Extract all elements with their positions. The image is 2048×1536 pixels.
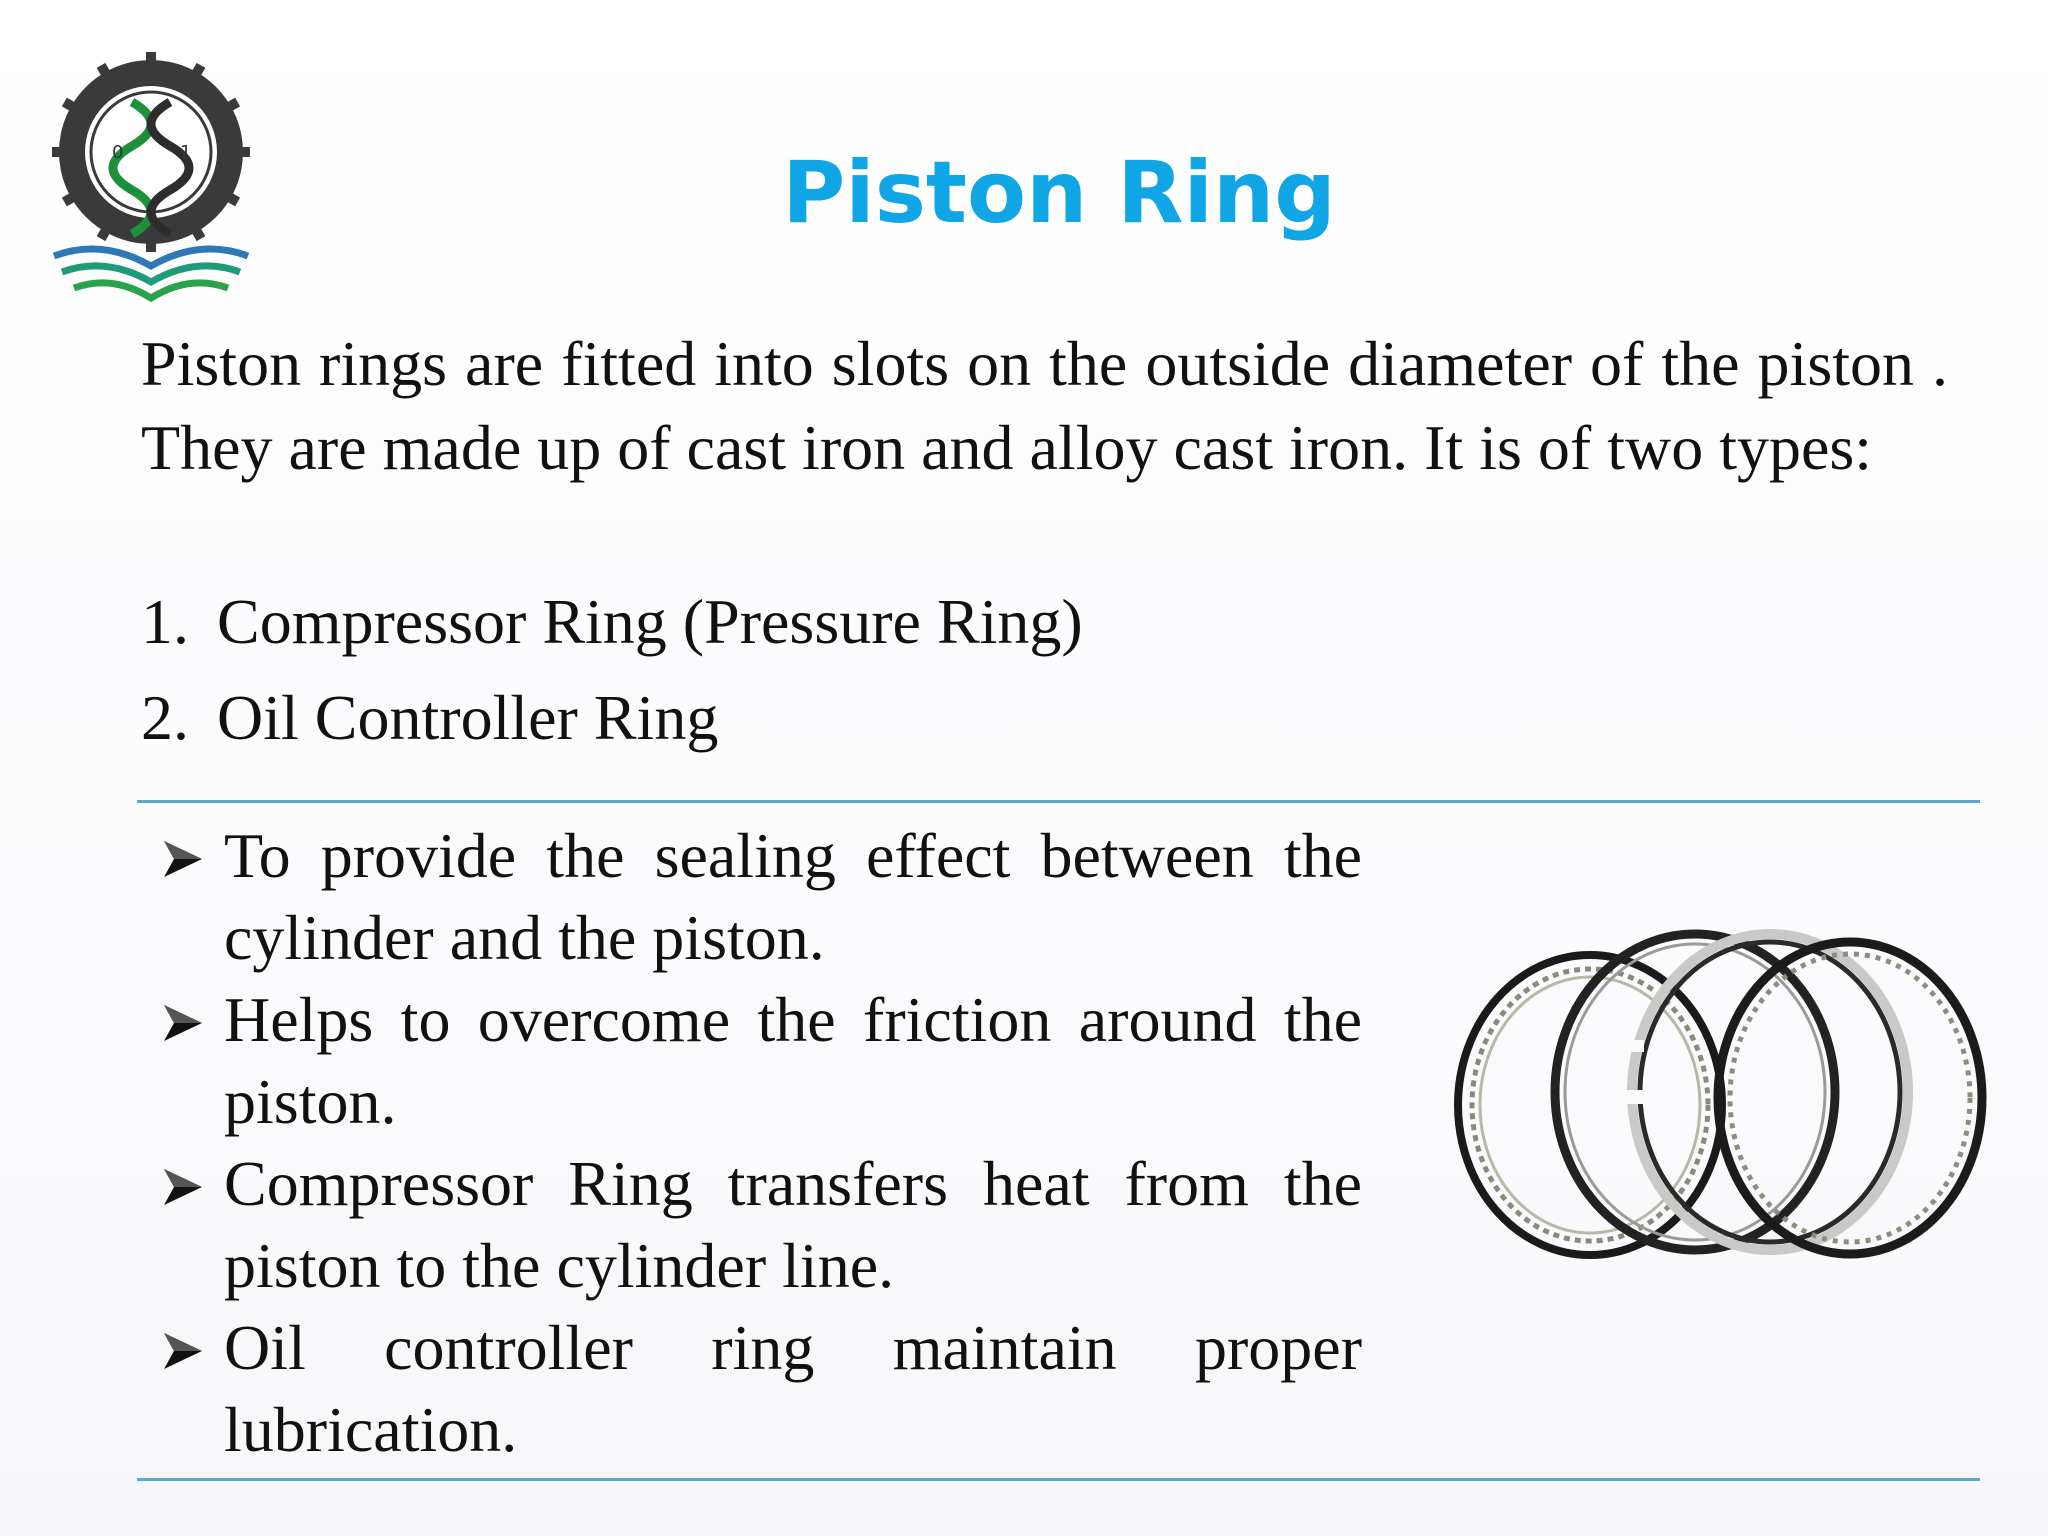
piston-rings-image bbox=[1454, 929, 1987, 1259]
compression-ring-icon bbox=[1550, 929, 1840, 1255]
list-item: Helps to overcome the friction around th… bbox=[160, 979, 1362, 1143]
divider bbox=[137, 800, 1980, 803]
bullet-text: Compressor Ring transfers heat from the … bbox=[224, 1148, 1362, 1301]
intro-paragraph: Piston rings are fitted into slots on th… bbox=[141, 328, 1948, 483]
book-icon bbox=[52, 245, 250, 302]
university-logo: 0 1 bbox=[52, 52, 250, 302]
list-number: 1. bbox=[141, 586, 189, 657]
list-label: Compressor Ring (Pressure Ring) bbox=[217, 586, 1083, 657]
slide-title: Piston Ring bbox=[782, 143, 1336, 243]
list-item: Compressor Ring transfers heat from the … bbox=[160, 1143, 1362, 1307]
list-item: 2. Oil Controller Ring bbox=[141, 676, 1541, 760]
list-item: To provide the sealing effect between th… bbox=[160, 815, 1362, 979]
list-item: 1. Compressor Ring (Pressure Ring) bbox=[141, 580, 1541, 664]
arrow-bullet-icon bbox=[164, 841, 202, 877]
bullet-text: Oil controller ring maintain proper lubr… bbox=[224, 1312, 1362, 1465]
bullet-text: To provide the sealing effect between th… bbox=[224, 820, 1362, 973]
functions-list: To provide the sealing effect between th… bbox=[160, 815, 1362, 1471]
oil-ring-icon bbox=[1713, 937, 1987, 1259]
svg-text:0: 0 bbox=[112, 142, 123, 163]
arrow-bullet-icon bbox=[164, 1333, 202, 1369]
list-number: 2. bbox=[141, 682, 189, 753]
list-item: Oil controller ring maintain proper lubr… bbox=[160, 1307, 1362, 1471]
dna-icon: 0 1 bbox=[108, 98, 194, 238]
ring-types-list: 1. Compressor Ring (Pressure Ring) 2. Oi… bbox=[141, 580, 1541, 772]
arrow-bullet-icon bbox=[164, 1005, 202, 1041]
svg-text:1: 1 bbox=[180, 142, 191, 163]
arrow-bullet-icon bbox=[164, 1169, 202, 1205]
list-label: Oil Controller Ring bbox=[217, 682, 719, 753]
bullet-text: Helps to overcome the friction around th… bbox=[224, 984, 1362, 1137]
divider bbox=[137, 1478, 1980, 1481]
